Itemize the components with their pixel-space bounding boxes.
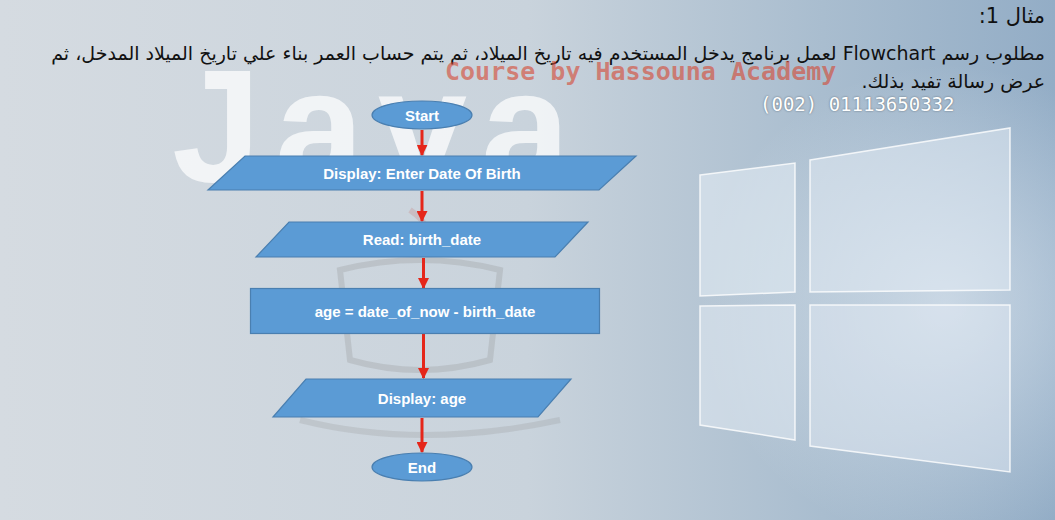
process-box: age = date_of_now - birth_date <box>250 288 600 334</box>
window-pane <box>810 305 1010 472</box>
io-parallelogram <box>273 379 571 417</box>
terminal-ellipse <box>372 101 472 129</box>
terminal-ellipse <box>372 453 472 481</box>
node-label: Start <box>405 107 439 124</box>
window-pane <box>700 163 795 296</box>
output-parallelogram: Display: Enter Date Of Birth <box>207 155 637 191</box>
node-label: Display: Enter Date Of Birth <box>323 165 521 182</box>
io-parallelogram <box>256 222 588 257</box>
start-terminal: Start <box>371 100 473 130</box>
node-label: Display: age <box>378 390 466 407</box>
input-parallelogram: Read: birth_date <box>255 221 589 258</box>
java-saucer <box>300 420 560 435</box>
node-label: End <box>408 459 436 476</box>
output-parallelogram: Display: age <box>272 378 572 418</box>
example-title: مثال 1: <box>979 4 1045 28</box>
io-parallelogram <box>208 156 636 190</box>
light-glow <box>560 40 1055 520</box>
node-label: age = date_of_now - birth_date <box>315 303 535 320</box>
flow-arrow <box>422 334 425 378</box>
node-label: Read: birth_date <box>363 231 481 248</box>
end-terminal: End <box>371 452 473 482</box>
process-rect <box>251 289 600 334</box>
window-pane <box>810 128 1010 292</box>
flow-arrow <box>422 258 425 288</box>
phone-watermark: (002) 01113650332 <box>760 94 954 115</box>
flow-arrow <box>421 418 424 452</box>
window-pane <box>700 305 795 440</box>
